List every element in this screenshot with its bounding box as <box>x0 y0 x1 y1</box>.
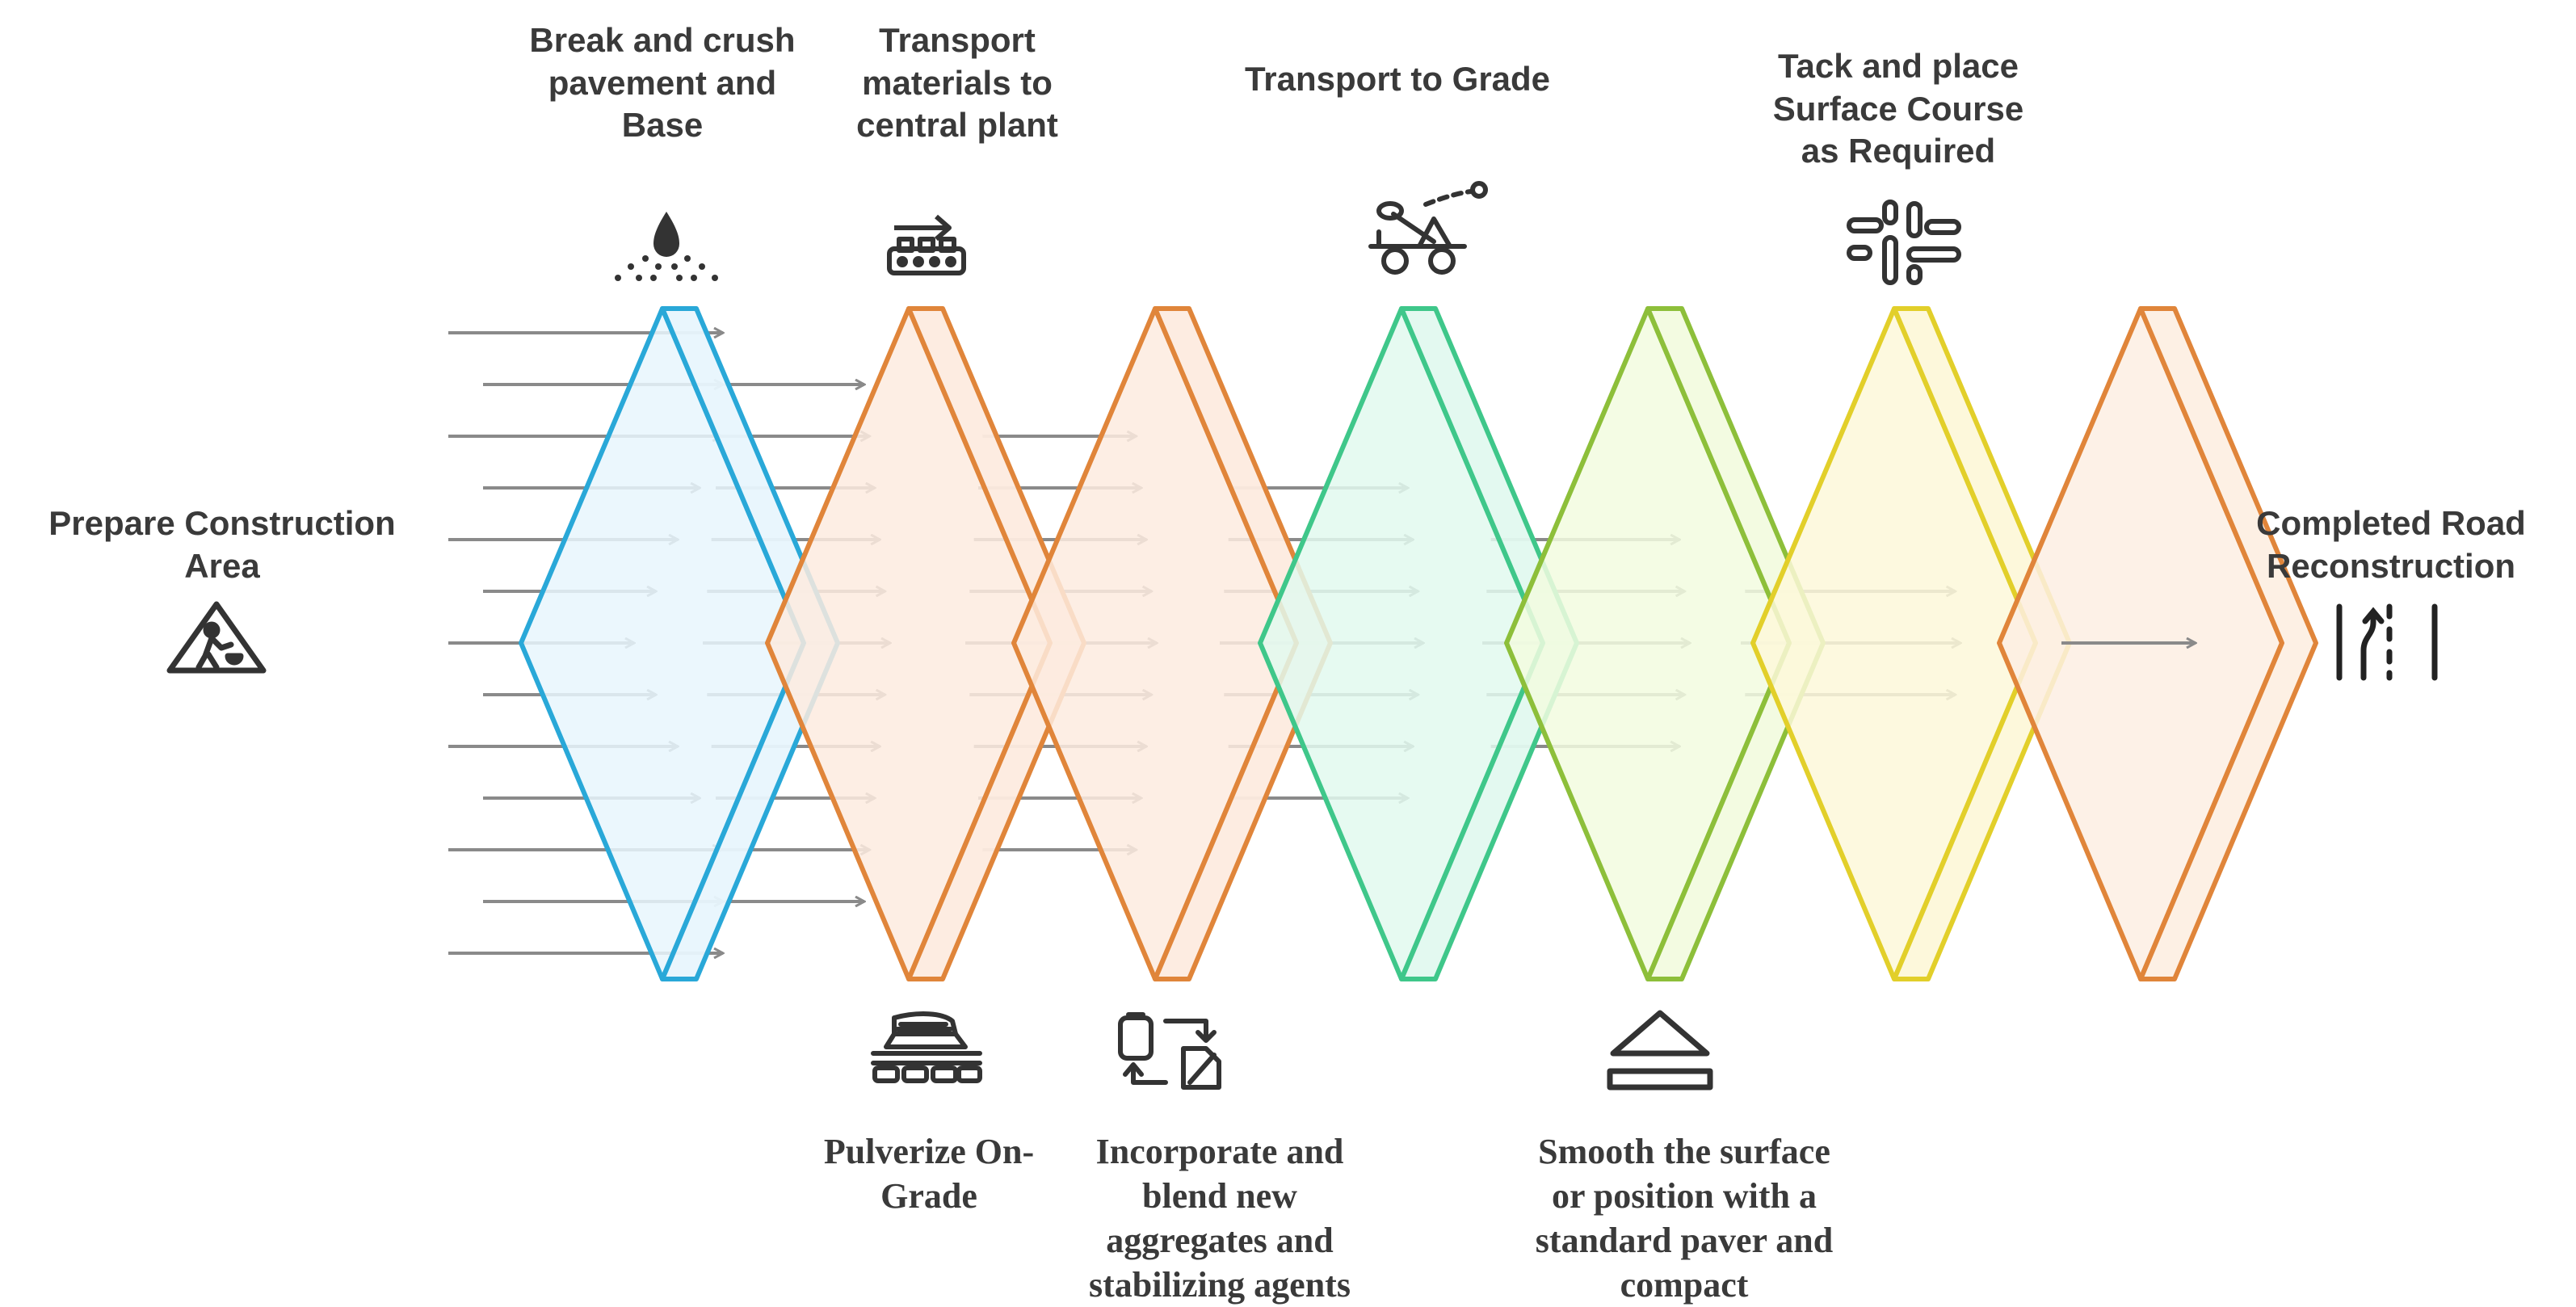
stage-1-label: Break and crush pavement and Base <box>485 19 840 147</box>
stage-label-line: Base <box>621 106 704 144</box>
stage-2-chevron <box>765 306 1086 981</box>
stage-2-chevron-face <box>765 306 1053 981</box>
stage-4-label: Incorporate and blend new aggregates and… <box>1042 1129 1397 1307</box>
end-label-line: Reconstruction <box>2266 546 2516 585</box>
conveyor-transport-icon <box>887 214 966 275</box>
construction-worker-sign-icon <box>166 601 267 674</box>
stage-label-line: compact <box>1620 1265 1749 1305</box>
stage-label-line: or position with a <box>1551 1176 1817 1216</box>
road-lanes-icon <box>2336 603 2438 681</box>
stage-5-chevron-face <box>1504 306 1792 981</box>
stage-6-label: Smooth the surface or position with a st… <box>1478 1129 1890 1307</box>
stage-label-line: Transport to Grade <box>1244 60 1551 98</box>
start-label: Prepare Construction Area <box>8 502 436 587</box>
end-label: Completed Road Reconstruction <box>2213 502 2569 587</box>
stage-label-line: Break and crush <box>529 21 796 59</box>
pulverizer-machine-icon <box>871 1011 982 1083</box>
stage-label-line: aggregates and <box>1106 1221 1334 1260</box>
stage-7-label: Tack and place Surface Course as Require… <box>1704 45 2092 173</box>
stage-6-chevron-face <box>1750 306 2038 981</box>
catapult-cart-icon <box>1368 181 1488 275</box>
stage-2-label: Transport materials to central plant <box>808 19 1107 147</box>
stage-label-line: Tack and place <box>1777 47 2019 85</box>
stage-label-line: Surface Course <box>1772 89 2024 128</box>
surface-course-pattern-icon <box>1847 200 1961 285</box>
stage-3-chevron <box>1011 306 1333 981</box>
eject-paver-icon <box>1607 1010 1713 1091</box>
stage-label-line: Smooth the surface <box>1538 1132 1830 1171</box>
stage-3-chevron-face <box>1011 306 1299 981</box>
start-label-line: Area <box>184 546 260 585</box>
stage-label-line: standard paver and <box>1535 1221 1834 1260</box>
stage-4-chevron-face <box>1258 306 1545 981</box>
stage-label-line: Grade <box>880 1176 977 1216</box>
stage-5-label: Transport to Grade <box>1179 58 1616 101</box>
stage-label-line: central plant <box>856 106 1058 144</box>
stage-label-line: stabilizing agents <box>1089 1265 1351 1305</box>
stage-label-line: Pulverize On- <box>823 1132 1035 1171</box>
start-label-line: Prepare Construction <box>48 504 396 542</box>
spray-nozzle-icon <box>615 212 718 281</box>
stage-1-chevron-face <box>519 306 806 981</box>
stage-label-line: materials to <box>862 63 1053 102</box>
stage-label-line: pavement and <box>548 63 777 102</box>
stage-label-line: Transport <box>879 21 1036 59</box>
stage-chevrons <box>519 306 2318 981</box>
stage-label-line: as Required <box>1801 132 1996 170</box>
stage-label-line: Incorporate and <box>1095 1132 1344 1171</box>
blend-cycle-icon <box>1118 1012 1221 1090</box>
stage-label-line: blend new <box>1142 1176 1297 1216</box>
stage-4-chevron <box>1258 306 1579 981</box>
stage-7-chevron-side <box>2138 306 2318 981</box>
stage-3-label: Pulverize On- Grade <box>775 1129 1082 1218</box>
end-label-line: Completed Road <box>2256 504 2526 542</box>
